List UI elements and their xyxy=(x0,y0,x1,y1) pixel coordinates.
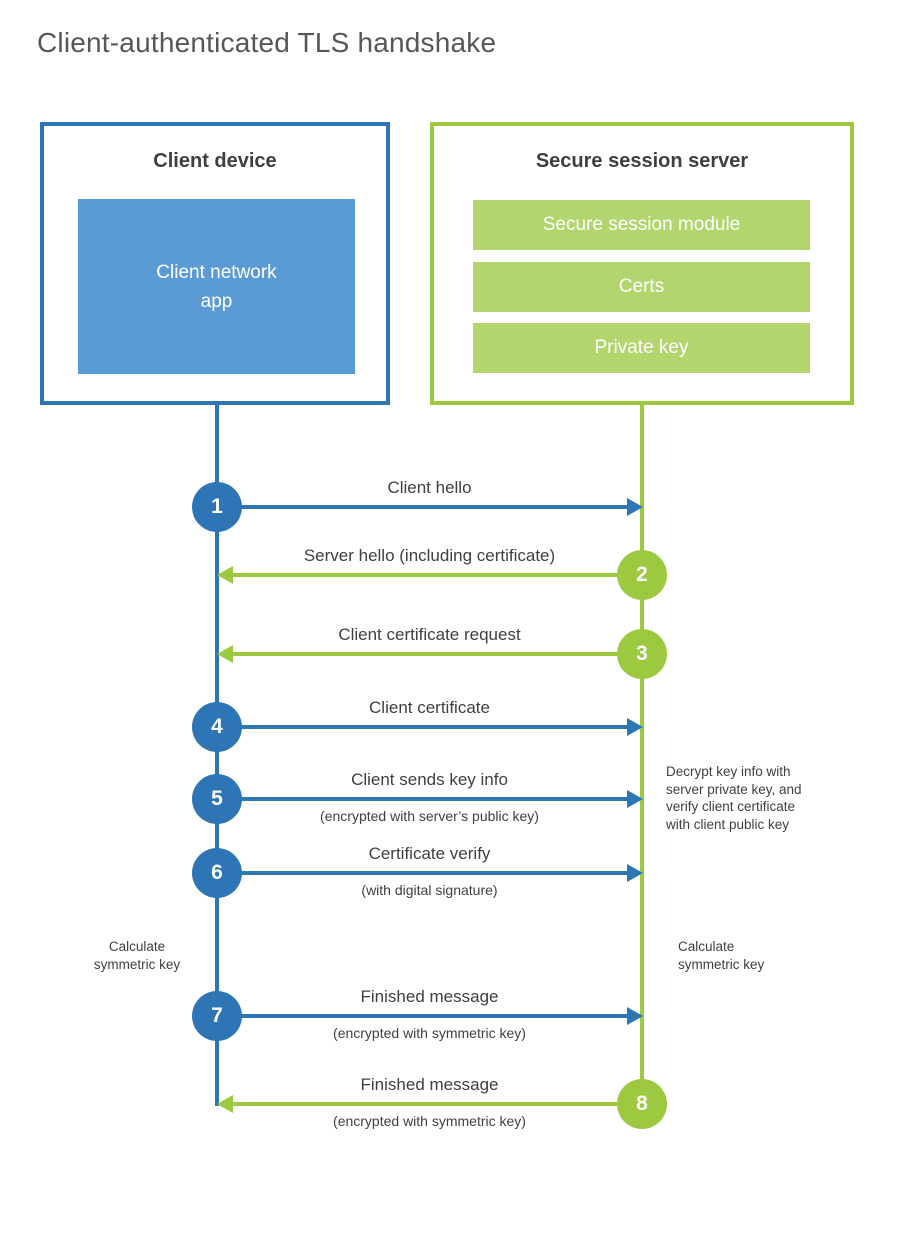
message-5-label: Client sends key info xyxy=(351,770,508,789)
message-6-arrow-line xyxy=(217,871,629,875)
message-2-label: Server hello (including certificate) xyxy=(303,546,556,565)
message-1-arrowhead-icon xyxy=(627,498,643,516)
client-device-box: Client device Client network app xyxy=(40,122,390,405)
message-8-step-circle: 8 xyxy=(617,1079,667,1129)
message-4-arrowhead-icon xyxy=(627,718,643,736)
message-2-step-circle: 2 xyxy=(617,550,667,600)
server-title: Secure session server xyxy=(535,150,749,172)
server-box: Secure session server Secure session mod… xyxy=(430,122,854,405)
message-1-arrow-line xyxy=(217,505,629,509)
message-4-step-circle: 4 xyxy=(192,702,242,752)
client-device-title: Client device xyxy=(153,150,277,172)
message-1-step-circle: 1 xyxy=(192,482,242,532)
message-7-label: Finished message xyxy=(360,987,499,1006)
server-module-private-key: Private key xyxy=(473,323,810,373)
message-7-arrowhead-icon xyxy=(627,1007,643,1025)
message-5-step-circle: 5 xyxy=(192,774,242,824)
message-6-arrowhead-icon xyxy=(627,864,643,882)
server-lifeline xyxy=(640,405,644,1106)
message-3-arrowhead-icon xyxy=(217,645,233,663)
note-calculate-symmetric-key-server: Calculate symmetric key xyxy=(678,939,765,972)
message-1-label: Client hello xyxy=(387,478,472,497)
message-3-arrow-line xyxy=(231,652,642,656)
message-7-sublabel: (encrypted with symmetric key) xyxy=(333,1025,526,1041)
message-7-arrow-line xyxy=(217,1014,629,1018)
message-2-arrow-line xyxy=(231,573,642,577)
note-calculate-symmetric-key-client: Calculate symmetric key xyxy=(93,939,181,972)
message-4-arrow-line xyxy=(217,725,629,729)
message-8-arrow-line xyxy=(231,1102,642,1106)
server-module-secure-session: Secure session module xyxy=(473,200,810,250)
message-8-label: Finished message xyxy=(360,1075,499,1094)
message-3-label: Client certificate request xyxy=(338,625,521,644)
message-8-sublabel: (encrypted with symmetric key) xyxy=(333,1113,526,1129)
message-4-label: Client certificate xyxy=(369,698,490,717)
message-6-step-circle: 6 xyxy=(192,848,242,898)
message-7-step-circle: 7 xyxy=(192,991,242,1041)
message-8-arrowhead-icon xyxy=(217,1095,233,1113)
client-network-app-box: Client network app xyxy=(78,199,355,374)
note-decrypt-key-info: Decrypt key info with server private key… xyxy=(666,764,802,832)
message-6-sublabel: (with digital signature) xyxy=(361,882,498,898)
client-lifeline xyxy=(215,405,219,1106)
message-5-arrow-line xyxy=(217,797,629,801)
server-module-certs: Certs xyxy=(473,262,810,312)
message-3-step-circle: 3 xyxy=(617,629,667,679)
message-6-label: Certificate verify xyxy=(368,844,491,863)
message-2-arrowhead-icon xyxy=(217,566,233,584)
message-5-arrowhead-icon xyxy=(627,790,643,808)
message-5-sublabel: (encrypted with server’s public key) xyxy=(320,808,539,824)
page-title: Client-authenticated TLS handshake xyxy=(37,27,497,58)
